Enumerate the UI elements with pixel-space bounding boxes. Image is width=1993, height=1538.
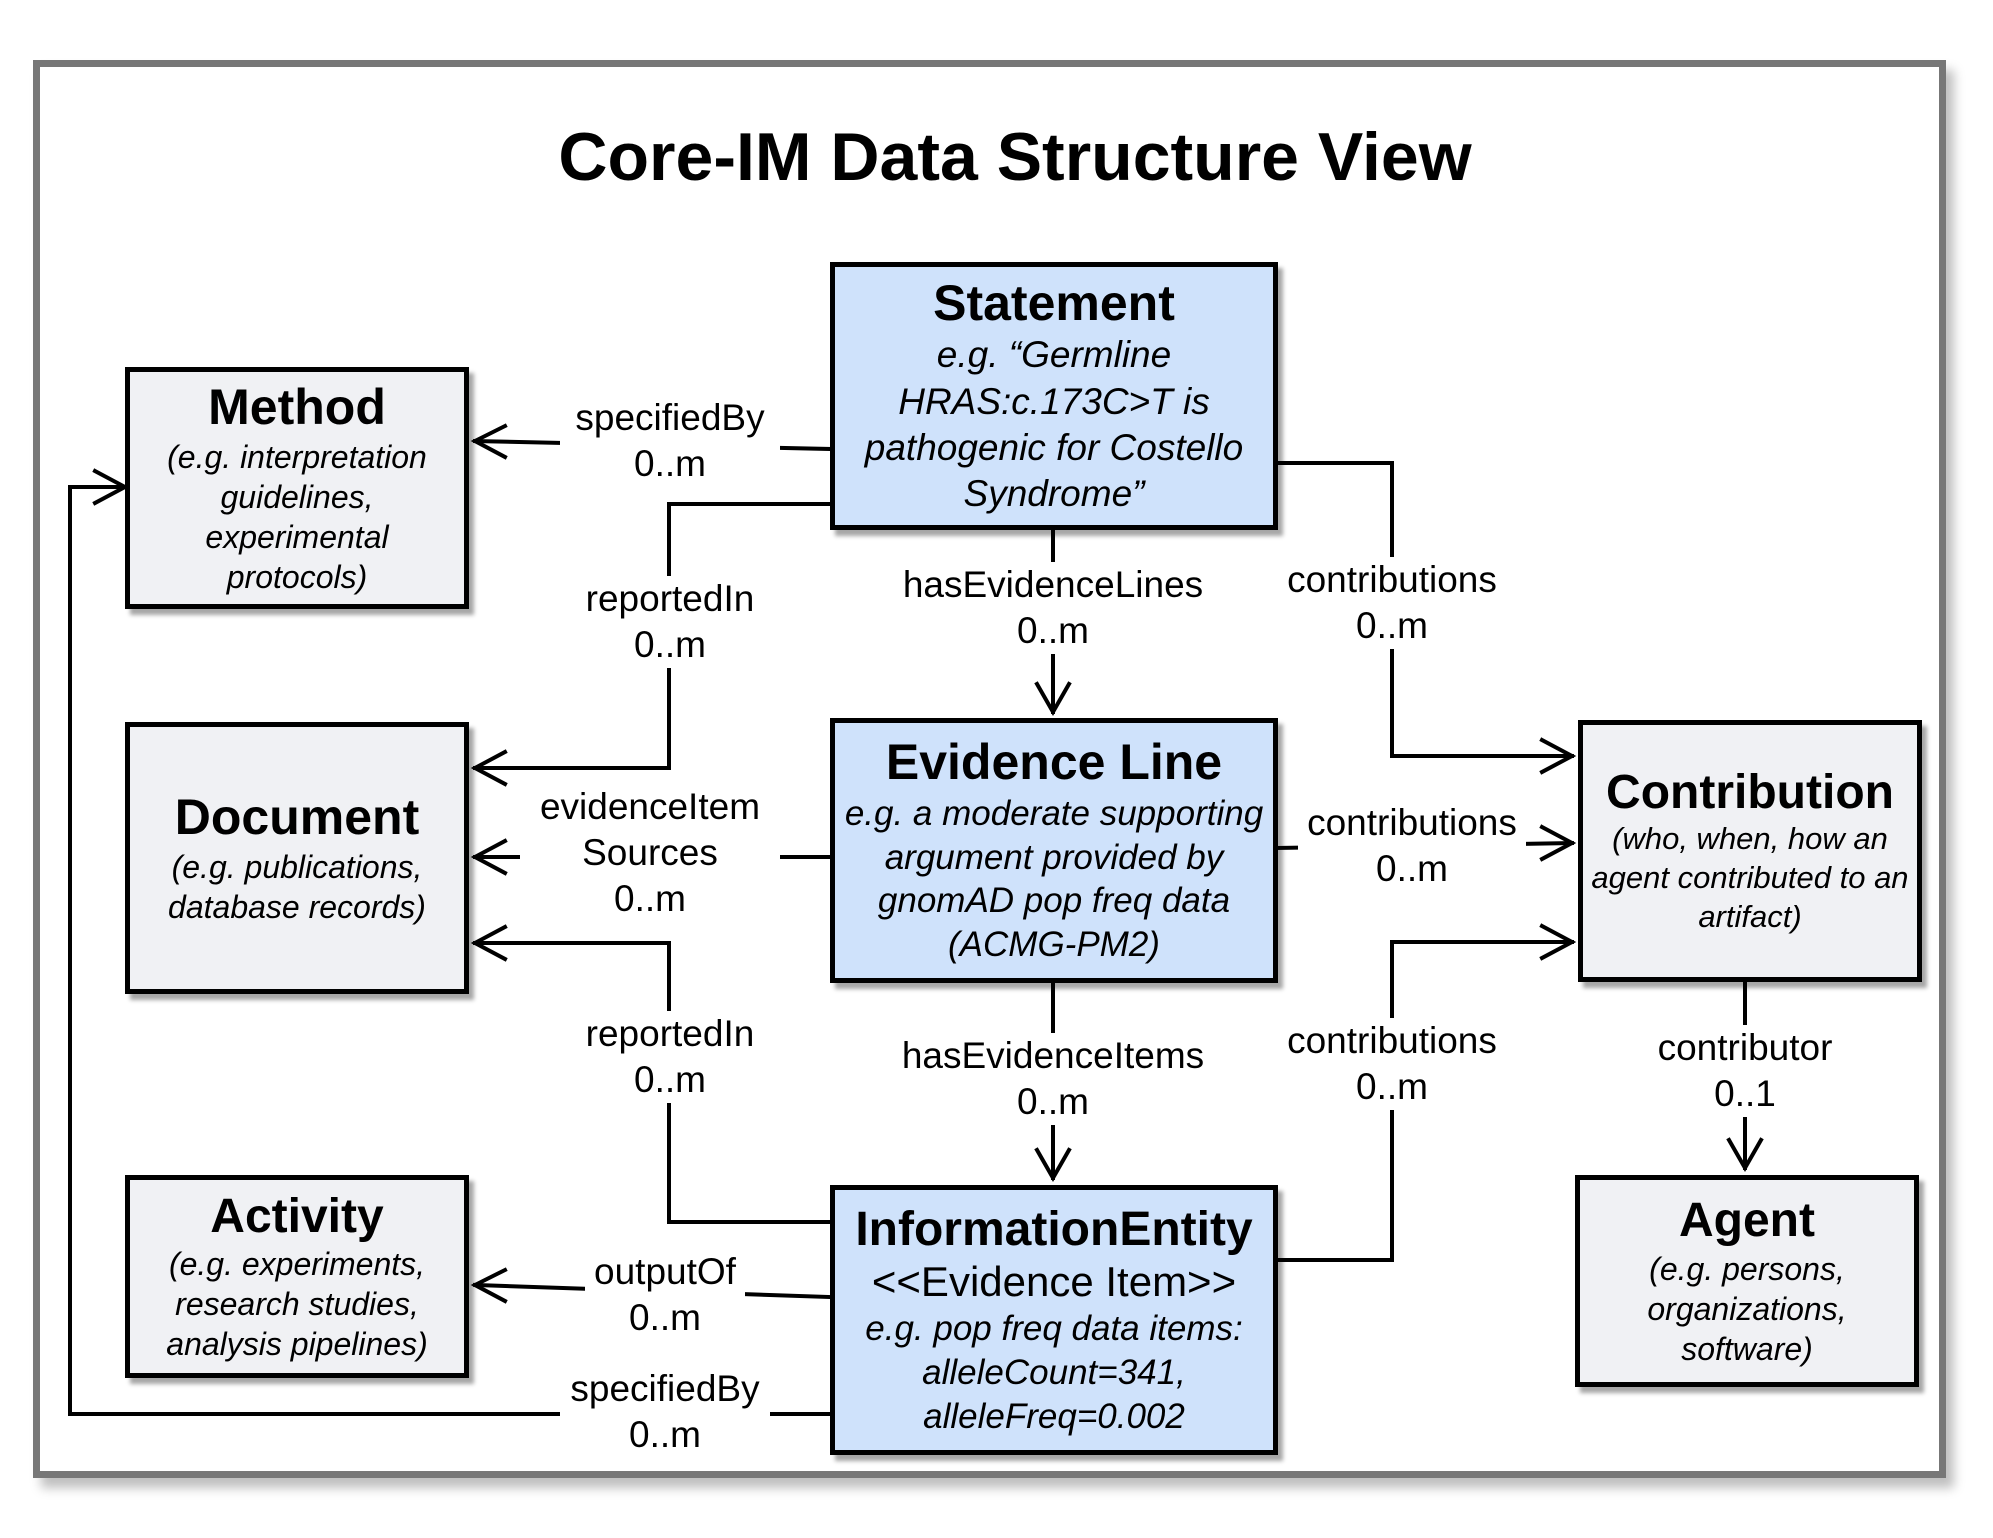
arrowhead-activity [470,1267,508,1304]
document-node[interactable]: Document (e.g. publications, database re… [125,722,469,994]
information-entity-stereotype: <<Evidence Item>> [871,1257,1237,1305]
statement-name: Statement [933,274,1175,331]
method-description: (e.g. interpretation guidelines, experim… [167,438,427,595]
arrowhead-contribution-bottom [1539,923,1577,961]
arrowhead-agent [1726,1137,1764,1173]
information-entity-node[interactable]: InformationEntity <<Evidence Item>> e.g.… [830,1185,1278,1455]
information-entity-description: e.g. pop freq data items: alleleCount=34… [865,1309,1243,1436]
method-node[interactable]: Method (e.g. interpretation guidelines, … [125,367,469,609]
statement-description: e.g. “Germline HRAS:c.173C>T is pathogen… [864,334,1244,514]
contribution-name: Contribution [1606,766,1894,820]
evidence-line-node[interactable]: Evidence Line e.g. a moderate supporting… [830,718,1278,983]
agent-name: Agent [1679,1194,1815,1248]
contribution-description: (who, when, how an agent contributed to … [1591,821,1909,934]
activity-node[interactable]: Activity (e.g. experiments, research stu… [125,1175,469,1378]
arrowhead-method-right [470,423,508,460]
contribution-node[interactable]: Contribution (who, when, how an agent co… [1578,720,1922,982]
document-description: (e.g. publications, database records) [168,848,426,925]
evidence-line-name: Evidence Line [885,734,1223,791]
edge-information-entity-method [68,485,832,1416]
evidence-line-description: e.g. a moderate supporting argument prov… [844,793,1264,964]
activity-name: Activity [210,1189,384,1243]
document-name: Document [174,789,420,846]
arrowhead-contribution-top [1539,737,1577,775]
arrowhead-contribution-middle [1539,824,1577,862]
arrowhead-document-top [470,749,508,787]
information-entity-name: InformationEntity [855,1202,1253,1256]
agent-description: (e.g. persons, organizations, software) [1647,1250,1847,1367]
method-name: Method [208,379,386,436]
statement-node[interactable]: Statement e.g. “Germline HRAS:c.173C>T i… [830,262,1278,530]
agent-node[interactable]: Agent (e.g. persons, organizations, soft… [1575,1175,1919,1387]
arrowhead-evidence-line [1034,681,1072,717]
arrowhead-document-bottom [470,924,508,962]
activity-description: (e.g. experiments, research studies, ana… [166,1246,428,1363]
diagram-title: Core-IM Data Structure View [558,119,1472,195]
arrowhead-document-middle [470,838,508,876]
arrowhead-information-entity [1034,1147,1072,1183]
